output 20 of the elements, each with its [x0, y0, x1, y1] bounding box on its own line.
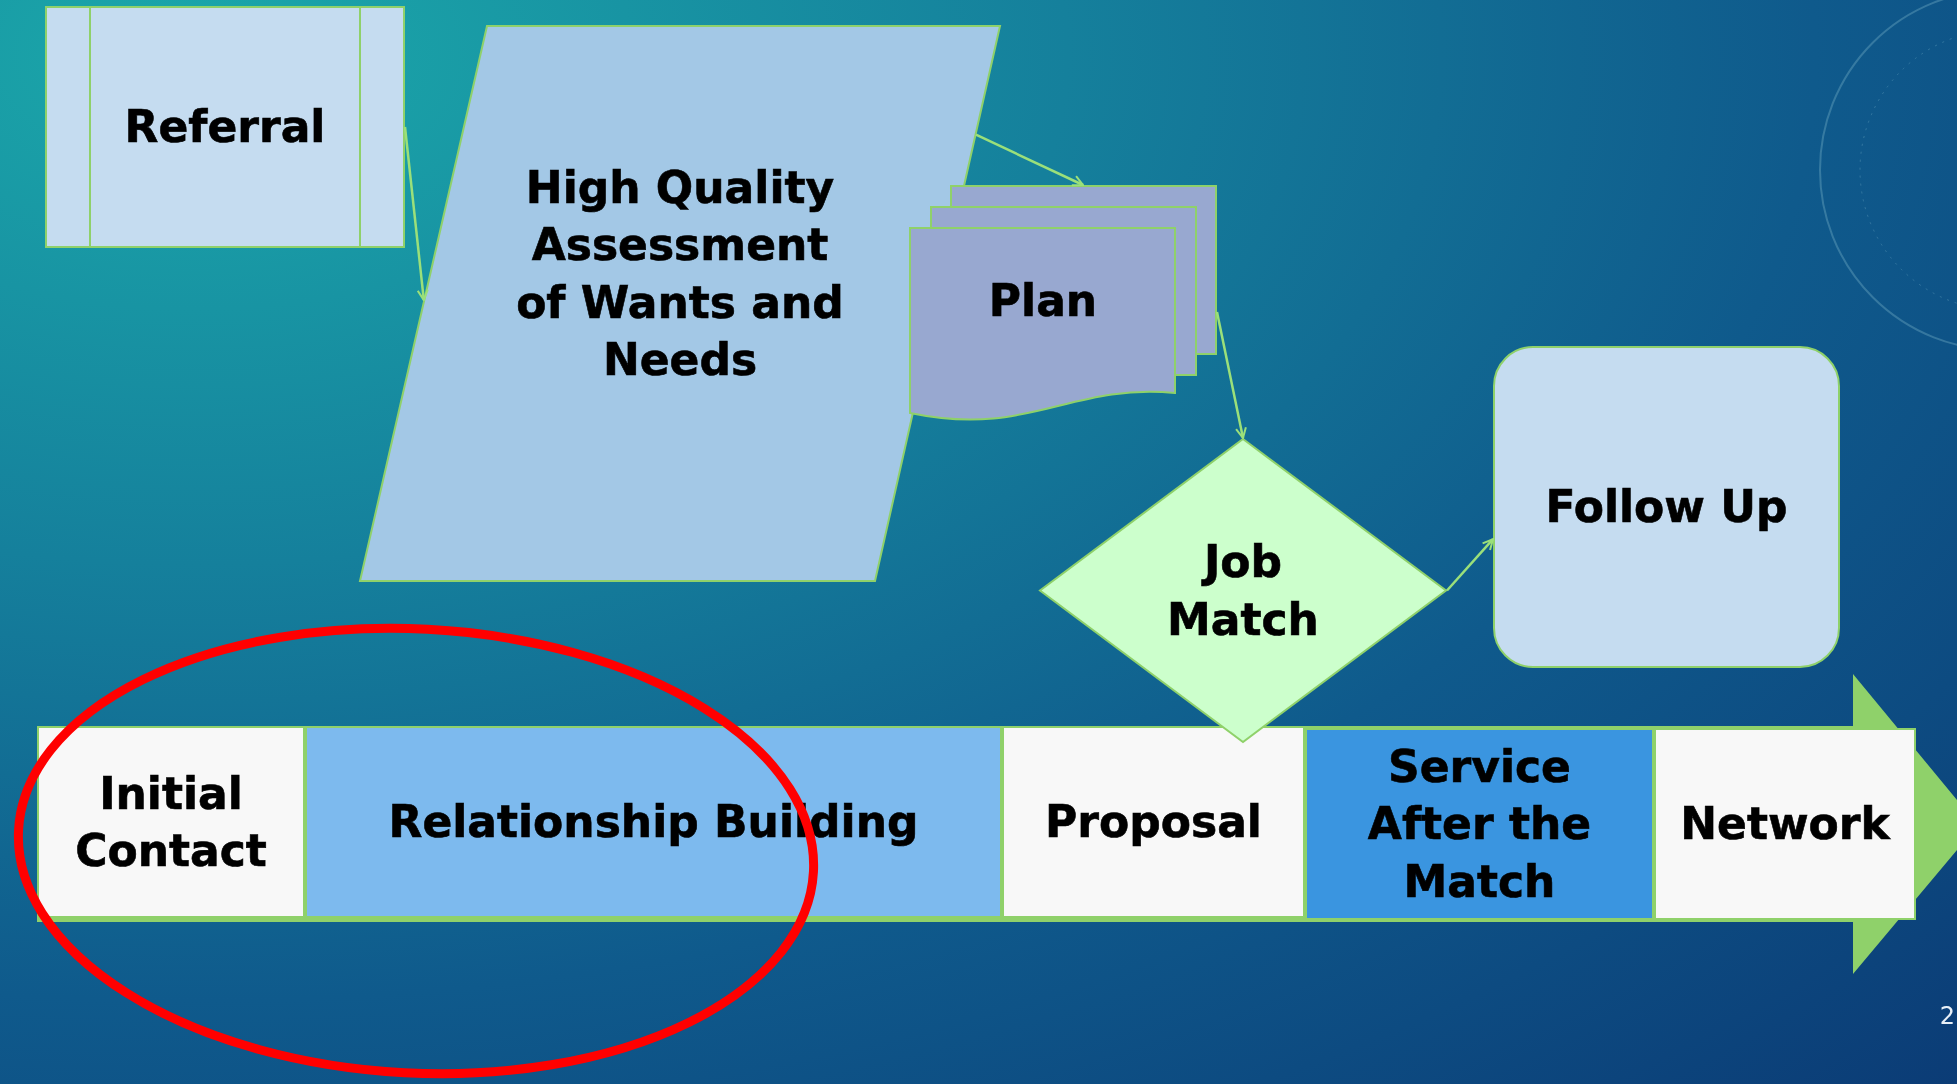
rounded-box	[1493, 346, 1840, 668]
timeline-segment	[305, 726, 1002, 918]
arrow	[1215, 311, 1247, 439]
timeline-segment	[1002, 726, 1305, 918]
timeline-segment	[1305, 728, 1654, 920]
node-label: Service After the Match	[1366, 740, 1593, 909]
timeline-segment	[37, 726, 305, 918]
arrow	[403, 126, 429, 302]
node-label: Follow Up	[1545, 480, 1788, 535]
node-label: Plan	[988, 274, 1098, 329]
node-label: Network	[1680, 797, 1890, 852]
node-label: Job Match	[1166, 535, 1320, 647]
timeline-segment	[1654, 728, 1916, 920]
arrow	[975, 133, 1084, 187]
arrow	[1446, 538, 1494, 592]
page-number: 2	[1939, 1002, 1955, 1030]
node-label: Referral	[124, 100, 326, 155]
node-label: Proposal	[1045, 795, 1262, 850]
node-label: Initial Contact	[74, 766, 268, 878]
node-label: High Quality Assessment of Wants and Needs	[515, 161, 845, 387]
